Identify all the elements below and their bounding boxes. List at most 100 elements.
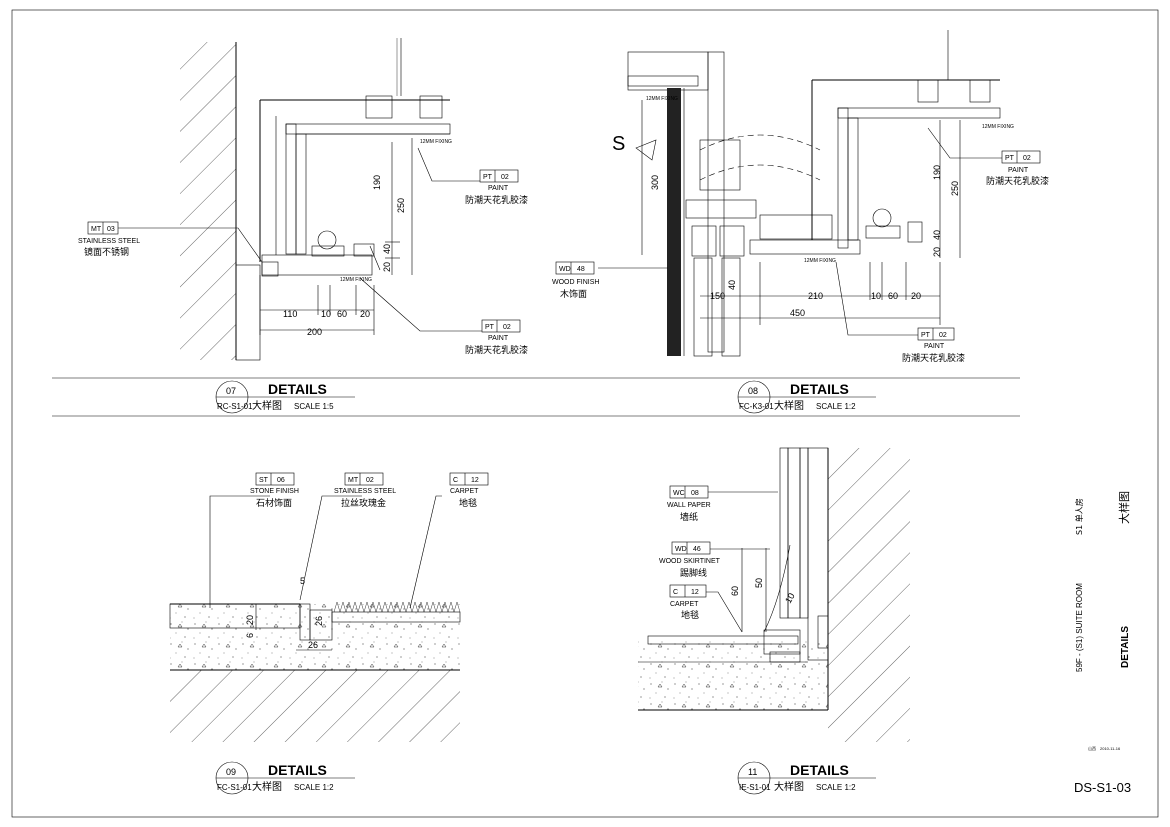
detail-title-cn: 大样图 [252, 399, 282, 412]
dim-label: 20 [245, 615, 255, 625]
svg-text:踢脚线: 踢脚线 [680, 567, 707, 579]
svg-text:WALL PAPER: WALL PAPER [667, 502, 711, 509]
dim-label: 26 [314, 616, 324, 626]
material-tag: C 12 CARPET 地毯 [449, 472, 489, 509]
svg-text:地毯: 地毯 [681, 609, 699, 621]
dim-label: 110 [283, 309, 297, 319]
detail-title-07: 07 RC-S1-01 DETAILS 大样图 SCALE 1:5 [215, 380, 355, 414]
dim-label: 5 [300, 576, 305, 586]
project-name-cn: S1 单人房 [1074, 498, 1084, 535]
dim-label: 10 [871, 291, 881, 301]
dim-label: 20 [360, 309, 370, 319]
detail-scale: SCALE 1:2 [294, 783, 334, 792]
dim-label: 210 [808, 291, 823, 301]
svg-text:防潮天花乳胶漆: 防潮天花乳胶漆 [465, 194, 528, 206]
dim-label: 50 [754, 578, 764, 588]
detail-title: DETAILS [268, 381, 327, 397]
dim-label: 60 [730, 586, 740, 596]
detail-scale: SCALE 1:5 [294, 402, 334, 411]
dim-label: 20 [382, 262, 392, 272]
svg-text:木饰面: 木饰面 [560, 288, 587, 300]
detail-title: DETAILS [790, 381, 849, 397]
material-tag: ST 06 STONE FINISH 石材饰面 [250, 472, 299, 509]
sheet-number: DS-S1-03 [1074, 780, 1131, 795]
svg-text:02: 02 [939, 332, 947, 339]
detail-title-cn: 大样图 [252, 780, 282, 793]
detail-11-drawing [638, 447, 910, 742]
detail-title-11: 11 IE-S1-01 DETAILS 大样图 SCALE 1:2 [737, 761, 876, 795]
svg-text:PAINT: PAINT [1008, 167, 1029, 174]
svg-text:防潮天花乳胶漆: 防潮天花乳胶漆 [902, 352, 965, 364]
svg-text:STAINLESS STEEL: STAINLESS STEEL [78, 238, 140, 245]
svg-text:48: 48 [577, 266, 585, 273]
svg-text:12: 12 [471, 477, 479, 484]
dim-label: 26 [308, 640, 318, 650]
detail-09-labels: 5 20 6 26 26 [245, 576, 324, 650]
svg-text:WC: WC [673, 490, 685, 497]
material-tag: PT 02 PAINT 防潮天花乳胶漆 [465, 169, 528, 206]
dim-label: 190 [932, 165, 942, 180]
note-label: 12MM FIXING [804, 258, 836, 264]
note-label: 12MM FIXING [646, 96, 678, 102]
note-label: 12MM FIXING [340, 277, 372, 283]
svg-text:WOOD SKIRTINET: WOOD SKIRTINET [659, 558, 721, 565]
detail-title-cn: 大样图 [774, 399, 804, 412]
dim-label: 40 [382, 244, 392, 254]
svg-text:08: 08 [691, 490, 699, 497]
svg-text:MT: MT [91, 226, 102, 233]
material-tag: WD 46 WOOD SKIRTINET 踢脚线 [659, 541, 721, 579]
detail-ref: FC-K3-01 [739, 402, 774, 411]
svg-text:PAINT: PAINT [488, 335, 509, 342]
detail-number: 11 [748, 767, 757, 777]
material-tag: PT 02 PAINT 防潮天花乳胶漆 [465, 319, 528, 356]
dim-label: 40 [727, 280, 737, 290]
material-tag: C 12 CARPET 地毯 [669, 584, 707, 621]
svg-text:C: C [453, 477, 458, 484]
issue-date: 2010-11-16 [1100, 746, 1121, 751]
detail-scale: SCALE 1:2 [816, 402, 856, 411]
svg-text:12: 12 [691, 589, 699, 596]
dim-label: 10 [783, 591, 797, 605]
svg-text:WOOD FINISH: WOOD FINISH [552, 279, 599, 286]
dim-label: 300 [650, 175, 660, 190]
detail-07-drawing [118, 38, 482, 361]
svg-text:镜面不锈钢: 镜面不锈钢 [84, 246, 129, 258]
svg-text:PT: PT [921, 332, 931, 339]
dim-label: 250 [396, 198, 406, 213]
svg-text:拉丝玫瑰金: 拉丝玫瑰金 [341, 497, 386, 509]
svg-text:02: 02 [501, 174, 509, 181]
svg-text:STAINLESS STEEL: STAINLESS STEEL [334, 488, 396, 495]
svg-text:03: 03 [107, 226, 115, 233]
project-name-en: 59F - (S1) SUITE ROOM [1075, 583, 1084, 672]
material-tag: MT 02 STAINLESS STEEL 拉丝玫瑰金 [334, 472, 396, 509]
dim-label: 250 [950, 181, 960, 196]
dim-label: 6 [245, 633, 255, 638]
svg-text:地毯: 地毯 [459, 497, 477, 509]
svg-text:STONE FINISH: STONE FINISH [250, 488, 299, 495]
section-mark: S [612, 133, 625, 155]
svg-text:PT: PT [483, 174, 493, 181]
sheet-title-en: DETAILS [1120, 626, 1131, 668]
detail-title-cn: 大样图 [774, 780, 804, 793]
svg-text:PAINT: PAINT [488, 185, 509, 192]
svg-text:PT: PT [1005, 155, 1015, 162]
svg-text:06: 06 [277, 477, 285, 484]
dim-label: 20 [932, 247, 942, 257]
svg-text:WD: WD [675, 546, 687, 553]
detail-number: 07 [226, 386, 236, 396]
dim-label: 450 [790, 308, 805, 318]
detail-07-labels: 190 250 40 20 110 10 60 20 200 12MM FIXI… [283, 139, 452, 337]
detail-ref: IE-S1-01 [739, 783, 771, 792]
svg-text:墙纸: 墙纸 [680, 511, 698, 523]
title-strip: 大样图 DETAILS S1 单人房 59F - (S1) SUITE ROOM… [1074, 491, 1131, 795]
note-label: 12MM FIXING [420, 139, 452, 145]
svg-text:02: 02 [1023, 155, 1031, 162]
dim-label: 150 [710, 291, 725, 301]
dim-label: 190 [372, 175, 382, 190]
svg-text:46: 46 [693, 546, 701, 553]
detail-title: DETAILS [790, 762, 849, 778]
svg-text:MT: MT [348, 477, 359, 484]
dim-label: 60 [337, 309, 347, 319]
material-tag: WC 08 WALL PAPER 墙纸 [667, 485, 711, 523]
svg-text:02: 02 [503, 324, 511, 331]
